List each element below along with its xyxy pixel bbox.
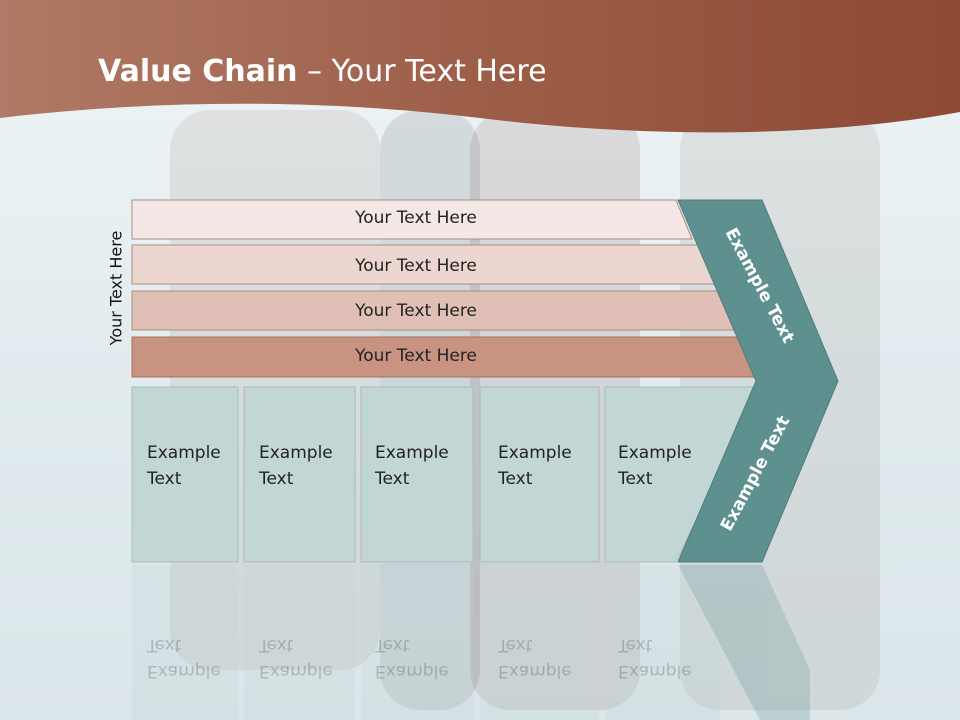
band-4-text: Your Text Here xyxy=(355,346,477,366)
box-4 xyxy=(479,386,600,563)
band-3-text: Your Text Here xyxy=(355,301,477,321)
page-title: Value Chain – Your Text Here xyxy=(98,54,547,89)
box-2 xyxy=(243,386,356,563)
box-5 xyxy=(604,386,761,563)
band-2-text: Your Text Here xyxy=(355,256,477,276)
box-3 xyxy=(360,386,474,563)
chevron-arrow xyxy=(677,199,839,563)
header-banner xyxy=(0,0,960,133)
band-1 xyxy=(131,199,693,240)
box-1 xyxy=(131,386,239,563)
band-1-text: Your Text Here xyxy=(355,208,477,228)
